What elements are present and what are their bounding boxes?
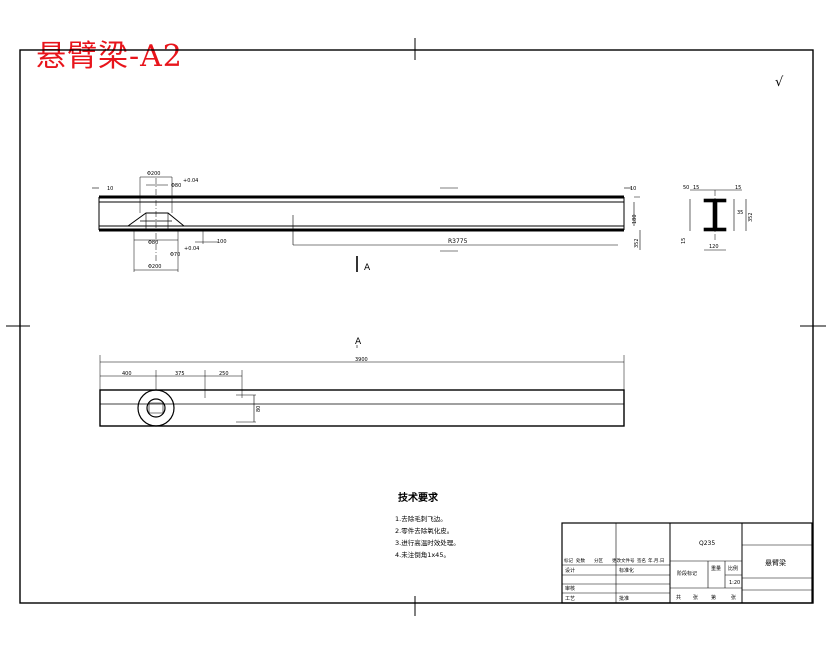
title-design: 设计	[565, 567, 575, 574]
title-stage-label: 阶段标记	[677, 570, 697, 577]
title-sheets-label: 张	[693, 594, 698, 601]
dim-section-web-right: 35	[737, 210, 743, 216]
title-scale-label: 比例	[728, 565, 738, 572]
tech-requirements: 技术要求 1.去除毛刺飞边。 2.零件去除氧化皮。 3.进行高温时效处理。 4.…	[395, 491, 460, 559]
view-marker-a: A	[364, 263, 371, 273]
dim-section-height: 352	[748, 212, 754, 222]
dim-bore-bottom-outer: Φ70	[170, 252, 180, 258]
title-header-label: 更改文件号	[612, 557, 635, 564]
title-header-label: 标记	[564, 557, 573, 564]
dim-section-top-flange: 15	[693, 185, 699, 191]
dim-section-bottom-width: 120	[709, 244, 719, 250]
dim-right-height: 180	[632, 214, 638, 224]
dim-right-total: 352	[634, 238, 640, 248]
section-view-dimension-labels: 50 15 15 35 352 15 120	[681, 185, 754, 250]
title-sheets-label: 共	[676, 594, 681, 601]
dim-section-flange-right: 15	[735, 185, 741, 191]
title-weight-label: 重量	[711, 565, 721, 572]
tech-item: 1.去除毛刺飞边。	[395, 514, 447, 523]
dim-small-tick: 100	[217, 239, 227, 245]
tech-item: 3.进行高温时效处理。	[395, 538, 460, 547]
title-standardize: 标准化	[619, 567, 634, 574]
roughness-mark: √	[775, 75, 784, 90]
title-sheets-label: 第	[711, 594, 716, 601]
drawing-frame	[6, 38, 826, 616]
dim-bore-inner: Φ80	[171, 183, 181, 189]
dim-bore-bottom-tol: +0.04	[184, 246, 199, 252]
title-header-label: 签名	[637, 557, 646, 564]
title-approve: 批准	[619, 595, 629, 602]
dim-right-end: 10	[630, 186, 636, 192]
dim-bore-bottom: Φ80	[148, 240, 158, 246]
tech-item: 2.零件去除氧化皮。	[395, 526, 453, 535]
dim-top-seg2: 375	[175, 371, 185, 377]
title-sheets-label: 张	[731, 594, 736, 601]
title-header-label: 分区	[594, 557, 603, 564]
dim-section-top-left: 50	[683, 185, 689, 191]
section-view	[689, 189, 747, 251]
title-material: Q235	[699, 540, 715, 547]
title-block-labels: 标记 处数 分区 更改文件号 签名 年.月.日 设计 标准化 审核 工艺 批准 …	[564, 540, 786, 602]
front-view	[92, 176, 641, 272]
title-block	[561, 522, 813, 604]
dim-top-seg3: 250	[219, 371, 229, 377]
title-craft: 工艺	[565, 596, 575, 602]
title-header-label: 处数	[576, 557, 585, 564]
top-view	[99, 345, 625, 427]
title-header-label: 年.月.日	[648, 557, 664, 564]
top-view-label: A	[355, 337, 362, 347]
title-check: 审核	[565, 585, 575, 592]
dim-section-bottom-left: 15	[681, 238, 687, 244]
dim-boss-width: Φ200	[148, 264, 161, 270]
dim-bore-top: Φ200	[147, 171, 160, 177]
drawing-title-stamp: 悬臂梁-A2	[36, 39, 183, 74]
title-scale-value: 1:20	[729, 580, 740, 586]
dim-top-total: 3900	[355, 357, 368, 363]
dim-bore-top-tol: +0.04	[183, 178, 198, 184]
top-view-dimension-labels: A 3900 400 375 250 80	[122, 337, 368, 412]
tech-heading: 技术要求	[398, 491, 439, 504]
dim-length: R3775	[448, 238, 468, 245]
dim-left-end: 10	[107, 186, 113, 192]
dim-top-seg1: 400	[122, 371, 132, 377]
title-part-name: 悬臂梁	[765, 558, 786, 567]
front-view-dimension-labels: 10 10 Φ200 +0.04 Φ80 Φ80 +0.04 Φ70 Φ200 …	[107, 171, 640, 273]
dim-top-height: 80	[256, 406, 262, 412]
tech-item: 4.未注倒角1x45。	[395, 550, 450, 559]
